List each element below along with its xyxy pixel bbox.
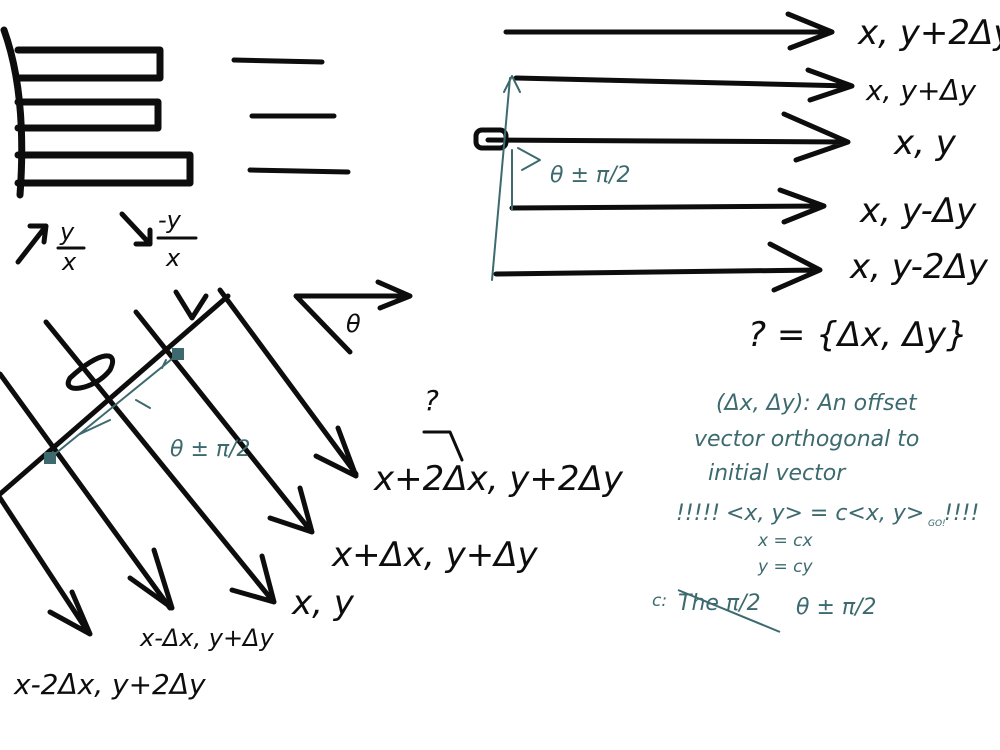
fraction-down-numerator: -y (158, 206, 182, 234)
vector-arrow-1 (503, 11, 835, 51)
arrow-up-right-icon (15, 223, 49, 265)
fraction-up-denominator: x (61, 248, 77, 276)
diagonal-vectors: θ ± π/2 θ ? x+2Δx, y+2Δy x+Δx, y+Δy x, y… (0, 279, 624, 701)
fraction-down-denominator: x (165, 244, 181, 272)
offset-arrow (511, 147, 541, 211)
diag-angle-note: θ ± π/2 (170, 437, 251, 462)
equal-line-1 (231, 57, 325, 65)
diag-arrow-3 (43, 319, 277, 605)
right-vectors: θ ± π/2 x, y+2Δy x, y+Δy x, y x, y-Δy x,… (473, 11, 1000, 355)
note-equation-tiny: GO! (928, 519, 946, 529)
note-x-eq: x = cx (757, 531, 813, 551)
vector-arrow-3 (485, 111, 851, 163)
note-line-2: vector orthogonal to (694, 427, 919, 452)
vector-arrow-2 (513, 67, 855, 103)
diag-label-2: x+Δx, y+Δy (331, 535, 538, 575)
bar-shape-3 (14, 151, 194, 187)
perpendicular-line (491, 75, 521, 281)
diag-arrow-1 (217, 287, 359, 479)
label-x-y-minus-dy: x, y-Δy (859, 191, 977, 231)
note-c-value: θ ± π/2 (796, 595, 877, 620)
diag-teal-line (49, 353, 179, 459)
note-equation-suffix: !!!! (944, 501, 979, 526)
theta-wedge (293, 279, 413, 355)
note-line-1: (Δx, Δy): An offset (716, 391, 918, 416)
strike-through (677, 589, 781, 633)
diag-small-2 (173, 289, 209, 321)
question-set: ? = {Δx, Δy} (748, 315, 968, 355)
diag-loop (65, 353, 116, 391)
note-y-eq: y = cy (757, 557, 813, 577)
note-equation: <x, y> = c<x, y> (726, 501, 924, 526)
vector-arrow-5 (493, 241, 823, 293)
label-x-y-plus-dy: x, y+Δy (865, 74, 977, 107)
fraction-up-numerator: y (59, 218, 75, 246)
label-x-y: x, y (893, 123, 957, 163)
diag-question-mark: ? (424, 384, 439, 417)
note-equation-prefix: !!!!! (676, 501, 720, 526)
theta-symbol: θ (346, 310, 361, 338)
left-curve (0, 26, 26, 199)
diag-label-1: x+2Δx, y+2Δy (373, 459, 624, 499)
vector-arrow-4 (509, 187, 827, 225)
bar-shape-1 (14, 46, 164, 82)
top-left-sketch: y x -y x (0, 26, 351, 276)
diag-label-4: x-Δx, y+Δy (139, 624, 274, 652)
diag-arrow-4 (0, 371, 175, 611)
diag-arrow-5 (0, 495, 93, 637)
notes-block: (Δx, Δy): An offset vector orthogonal to… (652, 391, 979, 633)
label-x-y-minus-2dy: x, y-2Δy (849, 247, 989, 287)
diag-arrow-2 (133, 309, 315, 535)
right-angle-note: θ ± π/2 (550, 163, 631, 188)
origin-marker (473, 127, 509, 151)
label-x-y-plus-2dy: x, y+2Δy (857, 13, 1000, 53)
arrow-down-right-icon (119, 211, 153, 247)
equal-line-3 (247, 167, 351, 175)
diag-label-3: x, y (291, 583, 355, 623)
diag-label-5: x-2Δx, y+2Δy (13, 668, 206, 701)
bar-shape-2 (14, 98, 162, 132)
note-c-label: c: (652, 591, 667, 611)
question-bracket (422, 430, 464, 462)
note-line-3: initial vector (708, 461, 847, 486)
diag-perpendicular (0, 293, 231, 497)
